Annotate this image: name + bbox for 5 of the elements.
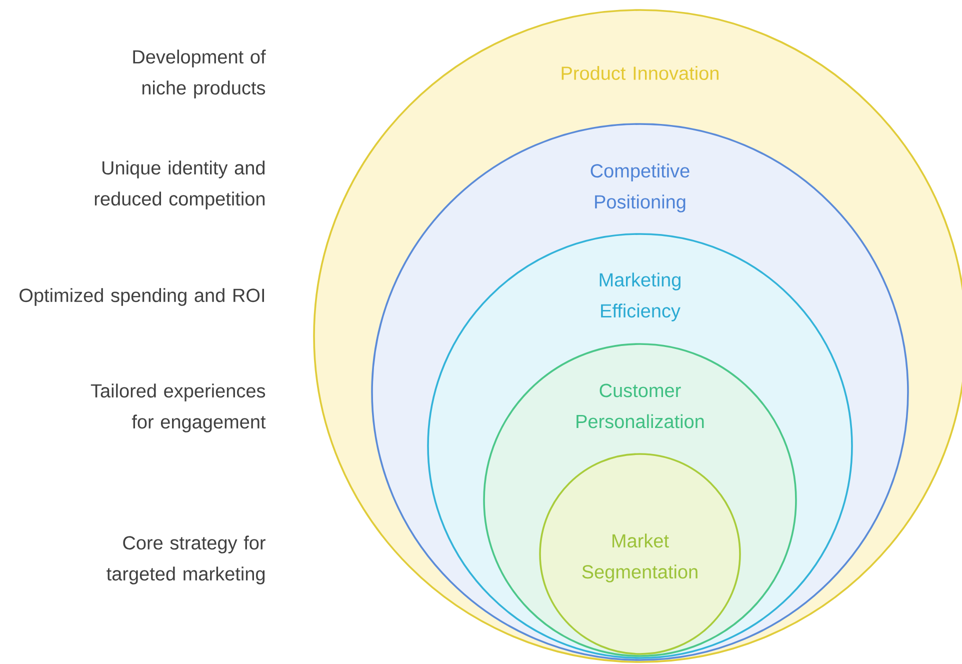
description-text: Unique identity and reduced competition xyxy=(94,160,265,210)
description-text: Optimized spending and ROI xyxy=(20,288,264,306)
description-text: Tailored experiences for engagement xyxy=(90,384,266,432)
description-text: Development of niche products xyxy=(133,50,266,98)
description-text: Core strategy for targeted marketing xyxy=(106,536,266,584)
